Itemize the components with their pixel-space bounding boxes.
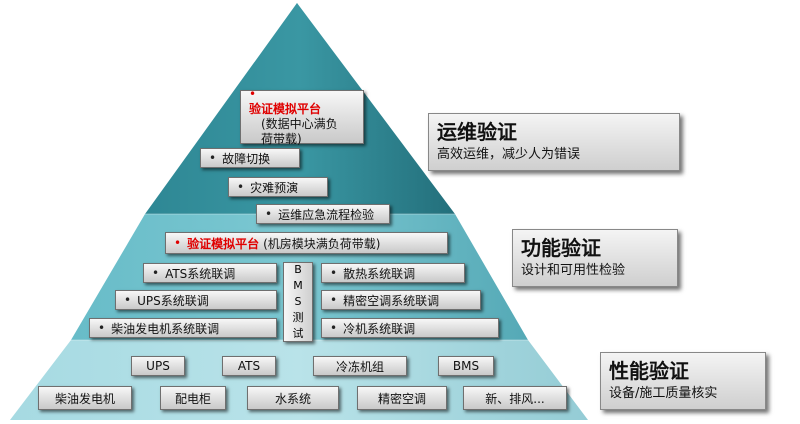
equipment-bms: BMS — [438, 356, 494, 376]
equipment-ats: ATS — [222, 356, 276, 376]
bms-char-0: B — [294, 263, 302, 276]
ups-integration-box: UPS系统联调 — [115, 290, 277, 310]
chiller-integration-label: 冷机系统联调 — [343, 321, 416, 336]
performance-verification-subtitle: 设备/施工质量核实 — [609, 386, 718, 401]
diesel-integration-label: 柴油发电机系统联调 — [111, 321, 220, 336]
top-simulation-line2: 荷带载) — [261, 132, 302, 146]
heat-integration-label: 散热系统联调 — [343, 266, 416, 281]
equipment-water-system-label: 水系统 — [274, 391, 311, 406]
bms-char-4: 试 — [292, 327, 304, 340]
equipment-ventilation-label: 新、排风... — [485, 391, 545, 406]
ops-verification-title: 运维验证 — [437, 120, 517, 144]
precision-ac-integration-box: 精密空调系统联调 — [321, 290, 481, 310]
ups-integration-label: UPS系统联调 — [137, 293, 209, 308]
middle-simulation-title: 验证模拟平台 — [187, 236, 260, 251]
equipment-bms-label: BMS — [452, 359, 480, 373]
disaster-drill-box: 灾难预演 — [228, 177, 328, 197]
equipment-ups: UPS — [131, 356, 185, 376]
bms-char-3: 测 — [292, 311, 304, 324]
heat-integration-box: 散热系统联调 — [321, 263, 465, 283]
fault-switch-label: 故障切换 — [222, 151, 271, 166]
equipment-chiller-unit: 冷冻机组 — [313, 356, 407, 376]
equipment-diesel-generator: 柴油发电机 — [38, 386, 132, 410]
equipment-chiller-unit-label: 冷冻机组 — [335, 359, 384, 374]
equipment-precision-ac: 精密空调 — [357, 386, 447, 410]
fault-switch-box: 故障切换 — [200, 148, 300, 168]
ats-integration-box: ATS系统联调 — [143, 263, 277, 283]
bms-test-box: B M S 测 试 — [283, 262, 313, 342]
bms-char-2: S — [294, 295, 302, 308]
equipment-distribution-cabinet-label: 配电柜 — [174, 391, 211, 406]
middle-simulation-platform-box: 验证模拟平台 (机房模块满负荷带载) — [165, 232, 448, 254]
function-verification-title: 功能验证 — [521, 236, 601, 260]
function-verification-label: 功能验证 设计和可用性检验 — [512, 229, 678, 287]
ops-verification-label: 运维验证 高效运维，减少人为错误 — [428, 113, 680, 171]
top-simulation-title: 验证模拟平台 — [249, 102, 322, 116]
equipment-ups-label: UPS — [146, 359, 170, 373]
middle-simulation-detail: (机房模块满负荷带载) — [263, 236, 381, 251]
ops-verification-subtitle: 高效运维，减少人为错误 — [437, 147, 581, 162]
top-simulation-platform-box: 验证模拟平台 (数据中心满负 荷带载) — [240, 90, 364, 146]
performance-verification-label: 性能验证 设备/施工质量核实 — [600, 352, 766, 410]
function-verification-subtitle: 设计和可用性检验 — [521, 263, 626, 278]
equipment-distribution-cabinet: 配电柜 — [160, 386, 226, 410]
equipment-ventilation: 新、排风... — [463, 386, 567, 410]
disaster-drill-label: 灾难预演 — [250, 180, 299, 195]
diesel-integration-box: 柴油发电机系统联调 — [89, 318, 277, 338]
equipment-diesel-generator-label: 柴油发电机 — [54, 391, 115, 406]
precision-ac-integration-label: 精密空调系统联调 — [343, 293, 440, 308]
chiller-integration-box: 冷机系统联调 — [321, 318, 499, 338]
equipment-water-system: 水系统 — [247, 386, 339, 410]
ats-integration-label: ATS系统联调 — [165, 266, 236, 281]
performance-verification-title: 性能验证 — [609, 359, 689, 383]
equipment-ats-label: ATS — [237, 359, 261, 373]
top-simulation-line1: (数据中心满负 — [261, 117, 338, 131]
emergency-check-box: 运维应急流程检验 — [256, 204, 390, 224]
equipment-precision-ac-label: 精密空调 — [377, 391, 426, 406]
emergency-check-label: 运维应急流程检验 — [278, 207, 375, 222]
bms-char-1: M — [293, 279, 303, 292]
